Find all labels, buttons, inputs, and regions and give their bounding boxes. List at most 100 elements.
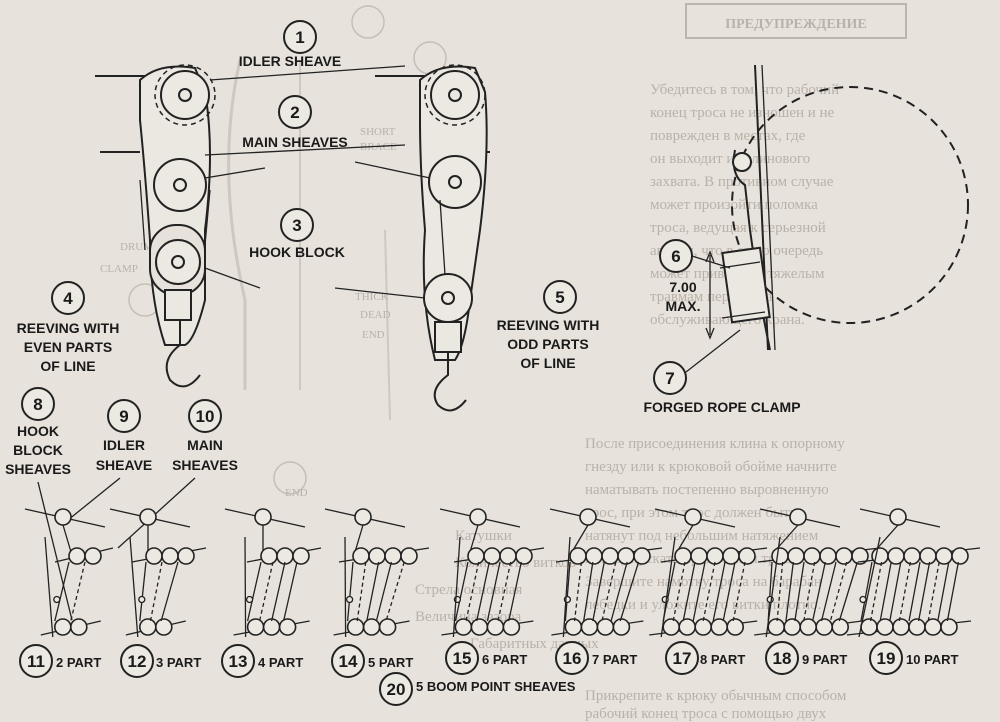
- svg-text:8: 8: [33, 395, 42, 414]
- rope-part: [682, 561, 696, 622]
- svg-text:9: 9: [119, 407, 128, 426]
- svg-text:19: 19: [877, 649, 896, 668]
- rope-part: [838, 561, 858, 622]
- main-sheave: [633, 547, 651, 565]
- rope-part: [692, 561, 706, 622]
- rope-part: [860, 561, 873, 622]
- rope-part: [70, 561, 86, 622]
- rope-part: [564, 561, 571, 622]
- background-fragment: END: [362, 329, 385, 341]
- background-line: Прикрепите к крюку обычным способом: [585, 688, 847, 704]
- svg-text:MAIN: MAIN: [187, 437, 223, 453]
- main-sheave: [690, 547, 708, 565]
- rope-part: [356, 561, 367, 622]
- idler-sheave: [254, 508, 272, 526]
- rope-part: [794, 561, 805, 622]
- hook-block-sheave: [502, 618, 521, 636]
- callout-leaders: [204, 65, 431, 299]
- svg-text:EVEN PARTS: EVEN PARTS: [24, 339, 112, 355]
- svg-text:ODD PARTS: ODD PARTS: [507, 336, 588, 352]
- reeving-diagram-5-part: [324, 508, 430, 638]
- main-sheave: [617, 547, 635, 565]
- hook-block-sheave: [783, 618, 802, 636]
- rope-part: [270, 561, 286, 622]
- svg-text:OF LINE: OF LINE: [520, 355, 575, 371]
- background-line: троса, ведущая к серьезной: [650, 220, 826, 236]
- main-sheave: [787, 547, 805, 565]
- hook-block-sheave: [596, 618, 615, 636]
- callout-3: 3 HOOK BLOCK: [249, 208, 345, 260]
- background-line: он выходит из клинового: [650, 151, 810, 167]
- svg-text:3 PART: 3 PART: [156, 655, 201, 670]
- background-fragment: END: [285, 487, 308, 499]
- rope-part: [486, 561, 501, 622]
- svg-text:12: 12: [128, 652, 147, 671]
- rope-part: [476, 561, 490, 622]
- svg-text:5 PART: 5 PART: [368, 655, 413, 670]
- background-fragment: THICK: [355, 291, 389, 303]
- callout-9: 9 IDLER SHEAVE: [67, 399, 152, 521]
- svg-text:2: 2: [290, 103, 299, 122]
- rope-part: [927, 561, 940, 622]
- svg-text:13: 13: [229, 652, 248, 671]
- hook-block-sheave: [362, 618, 381, 636]
- background-line: Стрела основная: [415, 582, 522, 598]
- reeving-diagram-4-part: [224, 508, 322, 638]
- even-reeving-block: [95, 64, 216, 388]
- background-line: натянут под небольшим натяжением: [585, 528, 819, 544]
- rope-part: [366, 561, 380, 622]
- rope-part: [583, 561, 594, 622]
- svg-text:15: 15: [453, 649, 472, 668]
- rope-part: [767, 561, 773, 622]
- main-sheave: [483, 547, 501, 565]
- svg-text:BLOCK: BLOCK: [13, 442, 63, 458]
- hook-block-sheave: [710, 618, 729, 636]
- hook-block-sheave: [940, 618, 958, 636]
- svg-text:11: 11: [27, 652, 45, 671]
- main-sheave: [601, 547, 619, 565]
- background-fragment: CLAMP: [100, 263, 138, 275]
- main-sheave: [706, 547, 724, 565]
- hook-block-sheave: [378, 618, 397, 636]
- main-sheave: [499, 547, 517, 565]
- svg-text:IDLER: IDLER: [103, 437, 145, 453]
- main-sheave: [161, 547, 179, 565]
- rope-part: [619, 561, 640, 622]
- svg-text:20: 20: [387, 680, 406, 699]
- background-line: лебедки и уложите его витки плотно.: [585, 597, 821, 613]
- hook-block-sheave: [815, 618, 834, 636]
- idler-sheave: [579, 508, 597, 526]
- rope-part: [508, 561, 522, 622]
- callout-8: 8 HOOK BLOCK SHEAVES: [5, 387, 73, 621]
- background-line: Убедитесь в том, что рабочий: [650, 82, 839, 98]
- main-sheave: [771, 547, 789, 565]
- hook-block-sheave: [726, 618, 745, 636]
- rope-part: [592, 561, 605, 622]
- hook-icon: [165, 320, 201, 388]
- main-sheave: [851, 547, 869, 565]
- hook-block-sheave: [155, 618, 173, 636]
- rope-part: [465, 561, 480, 622]
- reeving-diagrams-row: [24, 508, 981, 638]
- background-line: конец троса не изношен и не: [650, 105, 835, 121]
- svg-text:1: 1: [295, 28, 304, 47]
- rope-part: [712, 561, 726, 622]
- main-sheaves-label: MAIN SHEAVES: [242, 134, 348, 150]
- main-sheave: [384, 547, 402, 565]
- hook-block-sheave: [278, 618, 297, 636]
- svg-text:10: 10: [196, 407, 215, 426]
- rope-part: [829, 561, 848, 622]
- svg-text:4: 4: [63, 289, 73, 308]
- idler-sheave: [684, 508, 702, 526]
- svg-text:14: 14: [339, 652, 358, 671]
- reeving-diagram-6-part: [439, 508, 545, 638]
- hook-block-sheave: [694, 618, 713, 636]
- hook-block-sheave: [662, 618, 681, 636]
- svg-text:16: 16: [563, 649, 582, 668]
- background-line: После присоединения клина к опорному: [585, 436, 845, 452]
- reeving-diagram-9-part: [754, 508, 881, 638]
